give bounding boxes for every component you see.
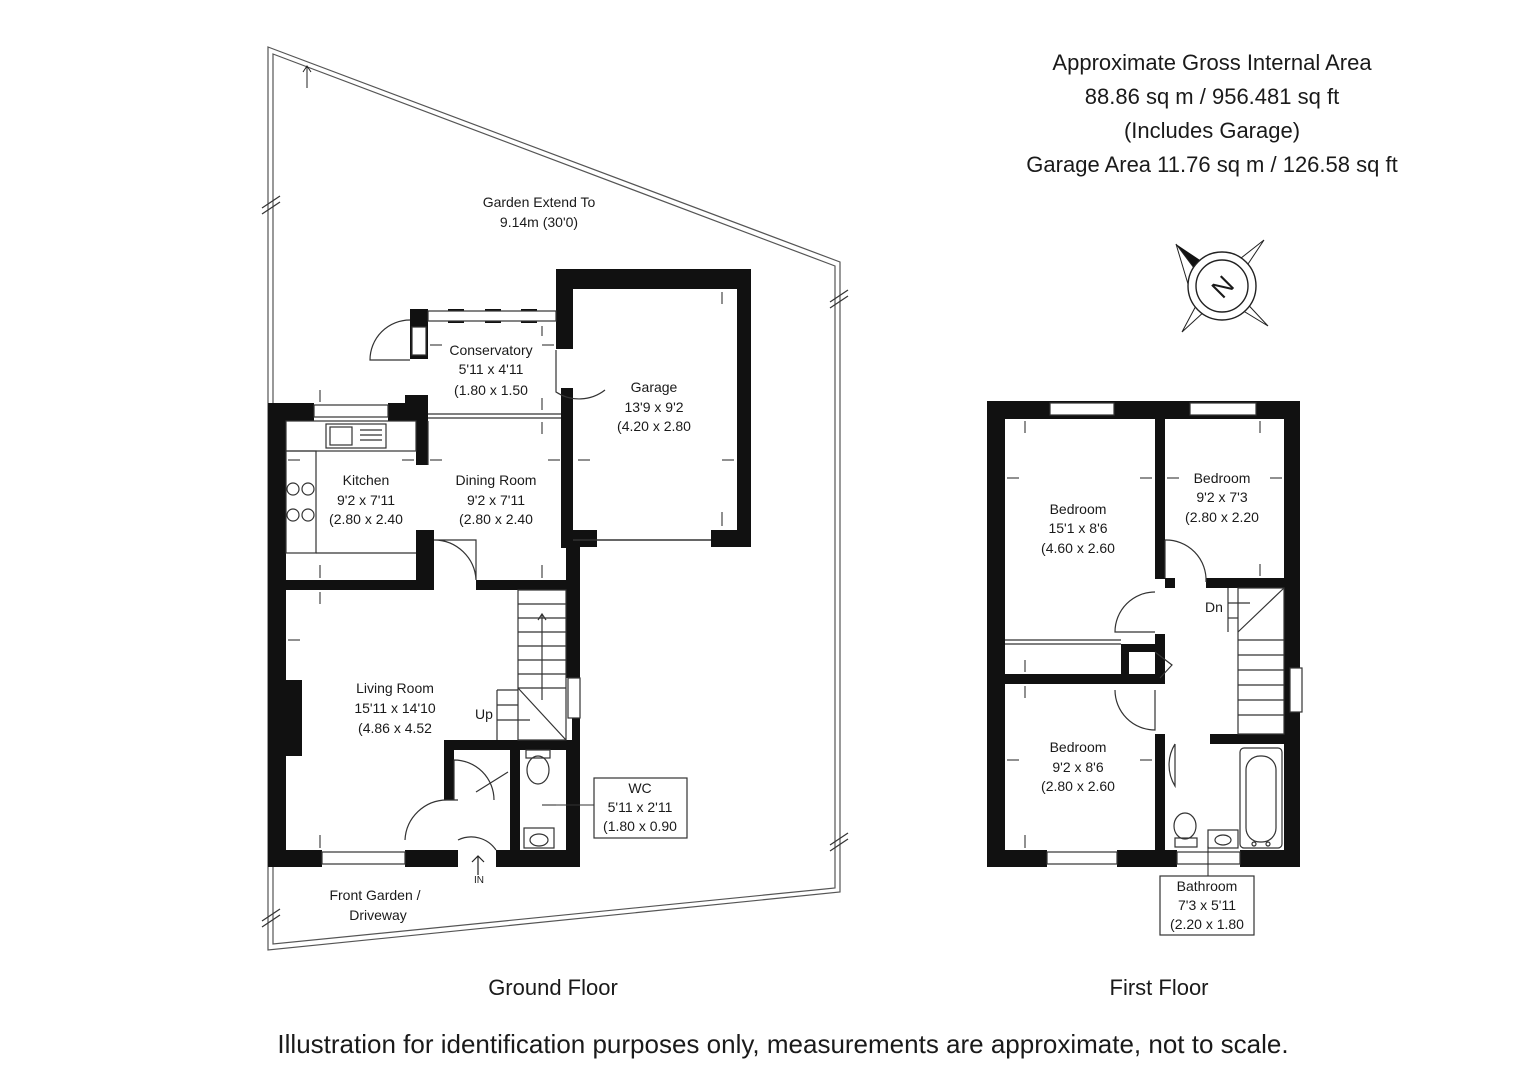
dining-imperial: 9'2 x 7'11 — [467, 492, 525, 508]
bathroom-metric: (2.20 x 1.80 — [1170, 916, 1244, 932]
front-garden-line1: Front Garden / — [329, 887, 420, 903]
stairs-down-label: Dn — [1205, 599, 1223, 615]
first-floor-stairs — [1227, 587, 1285, 735]
area-title: Approximate Gross Internal Area — [1052, 50, 1372, 75]
conservatory-name: Conservatory — [449, 342, 532, 358]
ground-floor-walls — [268, 269, 751, 867]
first-floor-title: First Floor — [1110, 975, 1209, 1000]
first-floor-walls — [987, 401, 1300, 867]
area-garage: Garage Area 11.76 sq m / 126.58 sq ft — [1026, 152, 1397, 177]
bathroom-fittings — [1173, 747, 1283, 849]
wc-fittings — [523, 749, 555, 849]
bedroom1-imperial: 15'1 x 8'6 — [1048, 520, 1107, 536]
first-floor-dimension-arrows — [1007, 421, 1282, 876]
bedroom3-imperial: 9'2 x 8'6 — [1052, 759, 1103, 775]
bedroom2-imperial: 9'2 x 7'3 — [1196, 489, 1247, 505]
stairs-up-label: Up — [475, 706, 493, 722]
disclaimer: Illustration for identification purposes… — [277, 1029, 1288, 1059]
bedroom2-name: Bedroom — [1194, 470, 1251, 486]
ground-floor-dimension-arrows — [288, 292, 734, 848]
living-imperial: 15'11 x 14'10 — [354, 700, 436, 716]
garage-name: Garage — [631, 379, 678, 395]
wc-callout — [556, 777, 688, 839]
garden-name: Garden Extend To — [483, 194, 596, 210]
kitchen-name: Kitchen — [343, 472, 390, 488]
first-floor-doors — [1114, 539, 1207, 789]
area-includes-garage: (Includes Garage) — [1124, 118, 1300, 143]
wc-imperial: 5'11 x 2'11 — [608, 799, 673, 815]
kitchen-metric: (2.80 x 2.40 — [329, 511, 403, 527]
ground-floor-windows — [313, 310, 711, 865]
bathroom-imperial: 7'3 x 5'11 — [1178, 897, 1236, 913]
bedroom3-name: Bedroom — [1050, 739, 1107, 755]
garage-imperial: 13'9 x 9'2 — [624, 399, 683, 415]
dining-name: Dining Room — [456, 472, 537, 488]
kitchen-fittings — [285, 420, 417, 554]
bedroom1-name: Bedroom — [1050, 501, 1107, 517]
bathroom-name: Bathroom — [1177, 878, 1238, 894]
area-total: 88.86 sq m / 956.481 sq ft — [1085, 84, 1339, 109]
ground-floor-doors — [369, 319, 606, 851]
conservatory-metric: (1.80 x 1.50 — [454, 382, 528, 398]
ground-floor-stairs — [496, 589, 567, 741]
bedroom2-metric: (2.80 x 2.20 — [1185, 509, 1259, 525]
dining-metric: (2.80 x 2.40 — [459, 511, 533, 527]
bedroom1-metric: (4.60 x 2.60 — [1041, 540, 1115, 556]
garden-size: 9.14m (30'0) — [500, 214, 578, 230]
wc-metric: (1.80 x 0.90 — [603, 818, 677, 834]
conservatory-imperial: 5'11 x 4'11 — [459, 361, 524, 377]
entrance-arrow-icon — [471, 855, 485, 875]
living-name: Living Room — [356, 680, 434, 696]
compass-north-icon — [1175, 239, 1269, 333]
entrance-label: IN — [474, 875, 484, 886]
kitchen-imperial: 9'2 x 7'11 — [337, 492, 395, 508]
wc-name: WC — [628, 780, 651, 796]
living-metric: (4.86 x 4.52 — [358, 720, 432, 736]
first-floor-windows — [1005, 402, 1303, 865]
bedroom3-metric: (2.80 x 2.60 — [1041, 778, 1115, 794]
ground-floor-title: Ground Floor — [488, 975, 618, 1000]
front-garden-line2: Driveway — [349, 907, 407, 923]
garage-metric: (4.20 x 2.80 — [617, 418, 691, 434]
bathroom-callout — [1159, 875, 1255, 936]
